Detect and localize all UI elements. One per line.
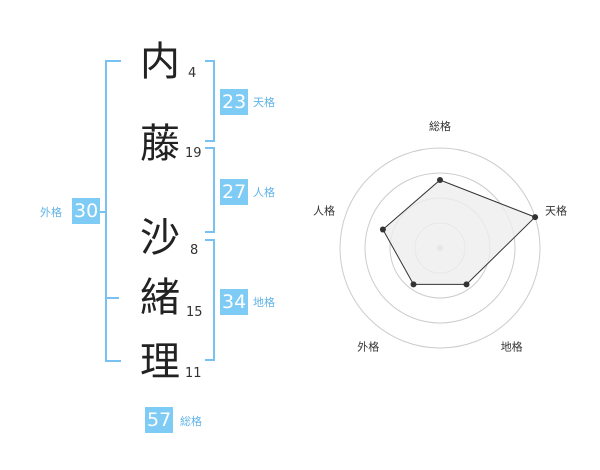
- radar-ring-3: [364, 172, 516, 324]
- soukaku-label: 総格: [180, 415, 202, 428]
- radar-axis-label: 人格: [313, 203, 335, 217]
- stroke-count-5: 11: [185, 366, 202, 381]
- radar-axis-label: 総格: [429, 119, 451, 133]
- radar-point: [532, 214, 539, 221]
- chikaku-bracket: [205, 239, 215, 361]
- chikaku-label: 地格: [253, 296, 275, 309]
- radar-point: [379, 226, 386, 233]
- jinkaku-score: 27: [220, 179, 249, 205]
- gaikaku-score: 30: [72, 198, 101, 224]
- gaikaku-bracket-divider: [105, 297, 119, 299]
- radar-axis-label: 地格: [501, 340, 523, 354]
- radar-axis-label: 外格: [357, 340, 379, 354]
- name-char-5: 理: [140, 339, 180, 385]
- name-char-2: 藤: [140, 121, 180, 167]
- radar-point: [410, 281, 417, 288]
- stroke-count-4: 15: [186, 305, 203, 320]
- jinkaku-bracket: [205, 147, 215, 233]
- name-char-3: 沙: [140, 215, 180, 261]
- stroke-count-2: 19: [185, 146, 202, 161]
- chikaku-score: 34: [220, 289, 249, 315]
- gaikaku-connector: [98, 211, 106, 213]
- radar-points: [379, 177, 539, 288]
- tenkaku-score: 23: [220, 89, 249, 115]
- soukaku-score: 57: [145, 407, 174, 433]
- radar-area: [382, 179, 537, 285]
- name-char-1: 内: [140, 39, 180, 85]
- jinkaku-label: 人格: [253, 186, 275, 199]
- tenkaku-bracket: [205, 60, 215, 142]
- gaikaku-label: 外格: [40, 206, 62, 219]
- gaikaku-bracket: [105, 60, 121, 362]
- stroke-count-1: 4: [188, 66, 197, 81]
- stroke-count-3: 8: [190, 243, 199, 258]
- radar-point: [463, 281, 470, 288]
- radar-ring-4: [339, 147, 541, 349]
- name-char-4: 緒: [140, 275, 180, 321]
- radar-axis-label: 天格: [545, 203, 567, 217]
- tenkaku-label: 天格: [253, 96, 275, 109]
- radar-point: [437, 177, 443, 183]
